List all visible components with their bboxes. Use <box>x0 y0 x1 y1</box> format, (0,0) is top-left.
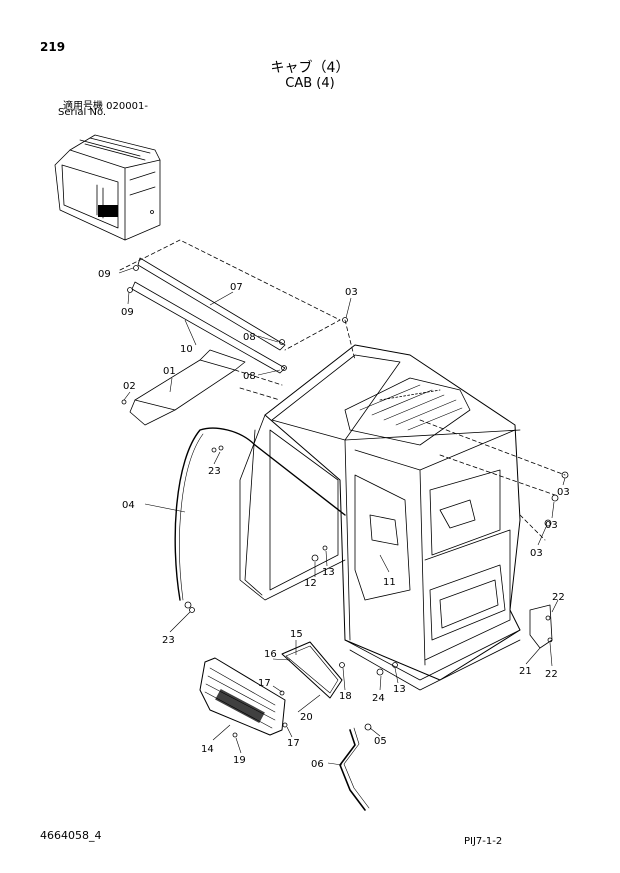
callout-22-lower: 22 <box>545 669 558 680</box>
serial-label-english: Serial No. <box>58 107 107 118</box>
callout-03-right-3: 03 <box>530 548 543 559</box>
corner-cover-part-14 <box>199 657 286 736</box>
callout-12: 12 <box>304 578 317 589</box>
callout-23-lower: 23 <box>162 635 175 646</box>
cab-frame <box>239 344 521 691</box>
callout-20: 20 <box>300 712 313 723</box>
page-title-english: CAB (4) <box>285 76 335 91</box>
callout-03-right-2: 03 <box>545 520 558 531</box>
callout-08-upper: 08 <box>243 332 256 343</box>
callout-18: 18 <box>339 691 352 702</box>
callout-01: 01 <box>163 366 176 377</box>
callout-10: 10 <box>180 344 193 355</box>
callout-22-upper: 22 <box>552 592 565 603</box>
callout-17-lower: 17 <box>287 738 300 749</box>
callout-04: 04 <box>122 500 135 511</box>
callout-16: 16 <box>264 649 277 660</box>
page-title-japanese: キャブ（4） <box>270 60 350 76</box>
callout-19: 19 <box>233 755 246 766</box>
callout-14: 14 <box>201 744 214 755</box>
page-number: 219 <box>40 40 66 54</box>
callout-13-lower: 13 <box>393 684 406 695</box>
callout-13-upper: 13 <box>322 567 335 578</box>
callout-17-upper: 17 <box>258 678 271 689</box>
cab-thumbnail <box>54 134 161 241</box>
callout-07: 07 <box>230 282 243 293</box>
callout-03-right-1: 03 <box>557 487 570 498</box>
callout-15: 15 <box>290 629 303 640</box>
callout-02: 02 <box>123 381 136 392</box>
callout-21: 21 <box>519 666 532 677</box>
callout-06: 06 <box>311 759 324 770</box>
callout-08-lower: 08 <box>243 371 256 382</box>
callout-11: 11 <box>383 577 396 588</box>
callout-09-upper: 09 <box>98 269 111 280</box>
drawing-number: 4664058_4 <box>40 829 102 842</box>
callout-03-top: 03 <box>345 287 358 298</box>
callout-09-lower: 09 <box>121 307 134 318</box>
serial-range-japanese: 適用号機 020001- <box>63 101 148 112</box>
sheet-code: PIJ7-1-2 <box>464 836 503 847</box>
callout-24: 24 <box>372 693 385 704</box>
callout-23-upper: 23 <box>208 466 221 477</box>
callout-05: 05 <box>374 736 387 747</box>
